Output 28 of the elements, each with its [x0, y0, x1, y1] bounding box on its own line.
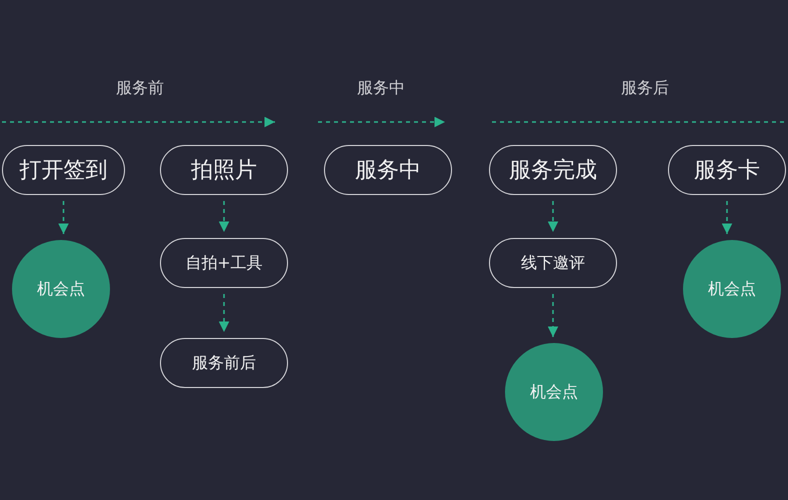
step-box [160, 238, 288, 288]
arrow [548, 294, 558, 337]
arrow [548, 201, 558, 232]
node-label: 线下邀评 [521, 252, 585, 274]
phase-heading: 服务前 [116, 78, 164, 99]
node-label: 服务中 [355, 157, 421, 185]
node-label: 服务卡 [694, 157, 760, 185]
phase-heading: 服务后 [621, 78, 669, 99]
node-label: 自拍+工具 [185, 252, 263, 274]
node-label: 服务前后 [192, 352, 256, 374]
arrow [722, 201, 732, 234]
step-box [489, 238, 617, 288]
arrow [218, 294, 230, 332]
node-label: 拍照片 [191, 157, 257, 185]
step-box [160, 145, 288, 195]
step-box [160, 338, 288, 388]
node-label: 机会点 [37, 278, 85, 300]
arrow [218, 201, 230, 232]
node-label: 服务完成 [509, 157, 597, 185]
node-label: 机会点 [530, 382, 578, 402]
step-box [668, 145, 786, 195]
node-label: 机会点 [708, 278, 756, 300]
step-box [324, 145, 452, 195]
arrow [58, 201, 69, 234]
step-box [489, 145, 617, 195]
step-box [2, 145, 125, 195]
phase-heading: 服务中 [357, 78, 405, 99]
node-label: 打开签到 [20, 157, 108, 185]
